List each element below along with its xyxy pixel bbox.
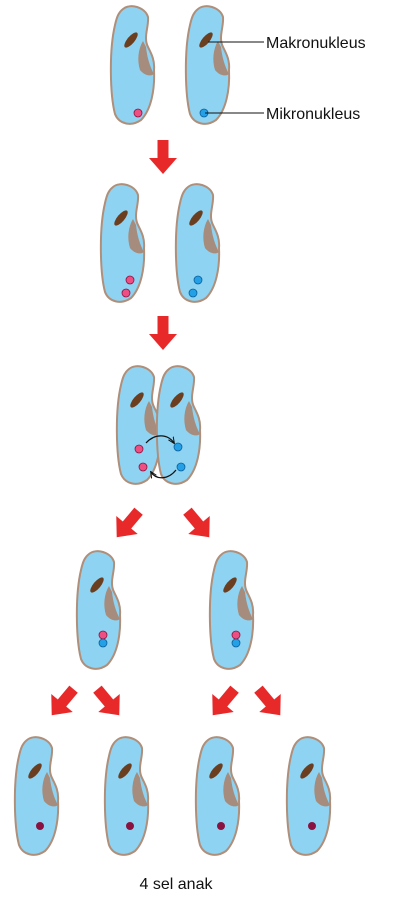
cell-2-left — [101, 184, 144, 302]
stage-4-exconjugants — [77, 551, 253, 669]
stage-2-pair — [101, 184, 219, 302]
micronucleus-dark — [217, 822, 225, 830]
stage-5-daughter-cells — [15, 737, 330, 855]
micronucleus-blue — [99, 639, 107, 647]
arrow-down-icon — [149, 316, 177, 350]
daughter-cell-3 — [196, 737, 239, 855]
daughter-cell-4 — [287, 737, 330, 855]
micronucleus-blue — [232, 639, 240, 647]
micronucleus-blue — [174, 443, 182, 451]
caption: 4 sel anak — [140, 876, 214, 893]
micronucleus-dark — [36, 822, 44, 830]
arrow-diagonal-icon — [87, 680, 130, 724]
stage-3-conjugation — [117, 366, 200, 484]
micronucleus-dark — [126, 822, 134, 830]
arrow-diagonal-icon — [41, 680, 84, 724]
arrow-diagonal-icon — [177, 502, 220, 546]
cell-1-right — [186, 6, 229, 124]
stage-1-pair — [111, 6, 229, 124]
daughter-cell-1 — [15, 737, 58, 855]
arrow-diagonal-icon — [202, 680, 245, 724]
micronucleus-blue — [177, 463, 185, 471]
cell-4-right — [210, 551, 253, 669]
micronucleus-pink — [99, 631, 107, 639]
cell-4-left — [77, 551, 120, 669]
micronucleus-pink — [135, 445, 143, 453]
micronucleus-pink — [122, 289, 130, 297]
cell-3-left — [117, 366, 160, 484]
micronucleus-label: Mikronukleus — [266, 106, 360, 123]
arrow-diagonal-icon — [106, 502, 149, 546]
micronucleus-pink — [139, 463, 147, 471]
micronucleus-blue — [194, 276, 202, 284]
arrow-diagonal-icon — [248, 680, 291, 724]
micronucleus-dark — [308, 822, 316, 830]
cell-1-left — [111, 6, 154, 124]
micronucleus-blue — [189, 289, 197, 297]
micronucleus-pink — [134, 109, 142, 117]
cell-2-right — [176, 184, 219, 302]
macronucleus-label: Makronukleus — [266, 35, 366, 52]
arrow-down-icon — [149, 140, 177, 174]
micronucleus-pink — [232, 631, 240, 639]
cell-3-right — [157, 366, 200, 484]
micronucleus-pink — [126, 276, 134, 284]
daughter-cell-2 — [105, 737, 148, 855]
